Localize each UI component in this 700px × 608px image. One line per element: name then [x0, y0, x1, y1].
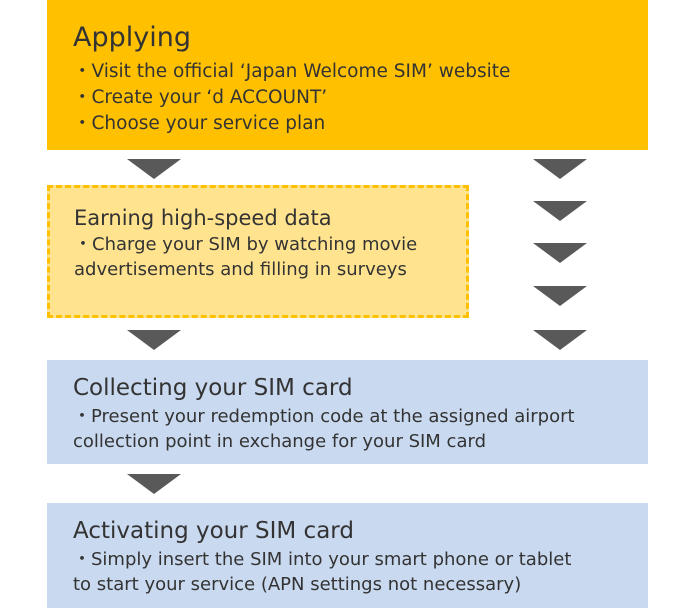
- step-collecting-box: Collecting your SIM card ・Present your r…: [47, 360, 648, 464]
- step-applying-item-1: ・Visit the official ‘Japan Welcome SIM’ …: [73, 61, 511, 82]
- step-activating-text-line-2: to start your service (APN settings not …: [73, 574, 522, 595]
- skip-arrow-down-icon: [533, 330, 587, 350]
- flow-arrow-down-icon: [127, 474, 181, 494]
- skip-arrow-down-icon: [533, 159, 587, 179]
- step-earning-box: Earning high-speed data ・Charge your SIM…: [47, 185, 469, 318]
- step-earning-text: ・Charge your SIM by watching movie adver…: [74, 234, 418, 280]
- step-collecting-title: Collecting your SIM card: [73, 375, 353, 401]
- step-collecting-text-line-2: collection point in exchange for your SI…: [73, 431, 486, 452]
- step-earning-title: Earning high-speed data: [74, 206, 332, 230]
- skip-arrow-down-icon: [533, 243, 587, 263]
- skip-arrow-down-icon: [533, 201, 587, 221]
- step-applying-item-2: ・Create your ‘d ACCOUNT’: [73, 87, 328, 108]
- step-applying-item-3: ・Choose your service plan: [73, 113, 326, 134]
- flow-arrow-down-icon: [127, 159, 181, 179]
- step-applying-box: Applying ・Visit the official ‘Japan Welc…: [47, 0, 648, 150]
- step-activating-box: Activating your SIM card ・Simply insert …: [47, 503, 648, 608]
- flow-arrow-down-icon: [127, 330, 181, 350]
- step-activating-text-line-1: ・Simply insert the SIM into your smart p…: [73, 549, 572, 570]
- step-collecting-text-line-1: ・Present your redemption code at the ass…: [73, 406, 575, 427]
- skip-arrow-down-icon: [533, 286, 587, 306]
- step-activating-title: Activating your SIM card: [73, 518, 354, 544]
- step-applying-title: Applying: [73, 22, 191, 53]
